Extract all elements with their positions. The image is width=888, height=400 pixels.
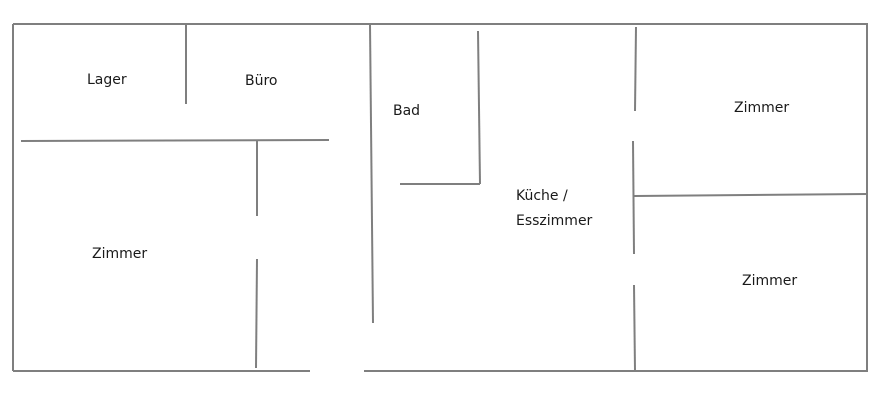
- room-label-bad: Bad: [393, 103, 421, 119]
- wall-central-vertical: [369, 23, 374, 324]
- wall-bad-right: [477, 30, 481, 185]
- room-label-zimmer-left: Zimmer: [92, 246, 148, 262]
- wall-zimmer-left-lower: [255, 258, 258, 369]
- room-label-kueche-line2: Esszimmer: [516, 213, 593, 229]
- wall-horizontal-right: [633, 193, 868, 197]
- room-label-kueche-line1: Küche /: [516, 188, 568, 204]
- room-label-zimmer-top-right: Zimmer: [734, 100, 790, 116]
- wall-right-vertical-top: [634, 26, 637, 112]
- room-label-buero: Büro: [245, 73, 278, 89]
- wall-horizontal-left: [20, 139, 330, 142]
- room-label-lager: Lager: [87, 72, 127, 88]
- room-label-zimmer-bottom-right: Zimmer: [742, 273, 798, 289]
- wall-right-vertical-middle: [632, 140, 635, 255]
- wall-right-vertical-bottom: [633, 284, 636, 372]
